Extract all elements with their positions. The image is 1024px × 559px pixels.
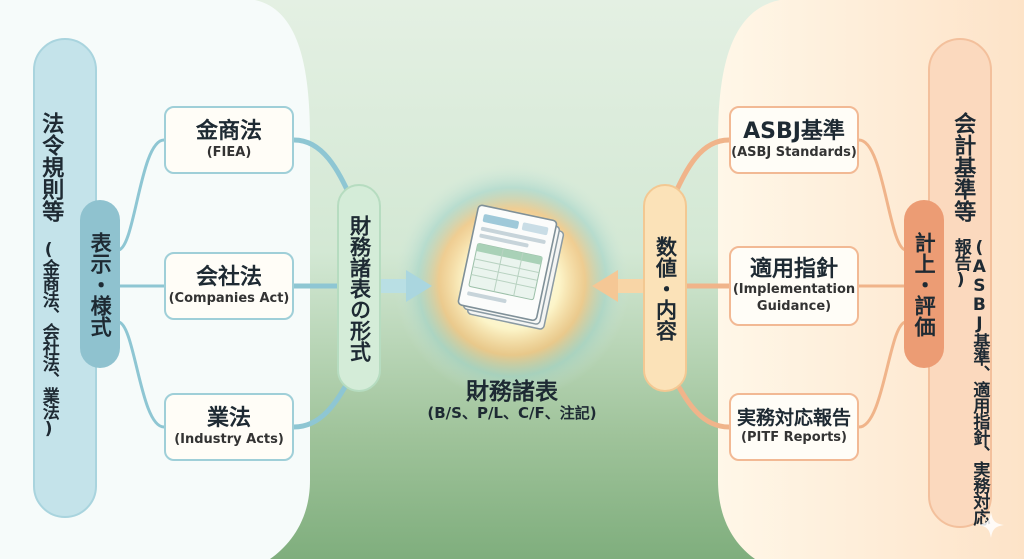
right-connector-label: 数値・内容 [653, 235, 678, 341]
center-subtitle: (B/S、P/L、C/F、注記) [427, 404, 597, 422]
box-pitf-reports: 実務対応報告 (PITF Reports) [729, 393, 859, 461]
box-fiea: 金商法 (FIEA) [164, 106, 294, 174]
box-fiea-subtitle: (FIEA) [206, 144, 252, 160]
right-outer-sub: (ASBJ基準、適用指針、実務対応報告) [950, 238, 990, 525]
right-link-pitf-reports [857, 320, 908, 429]
left-link-fiea [116, 138, 166, 252]
box-asbj-standards-subtitle: (ASBJ Standards) [731, 144, 857, 160]
box-asbj-standards: ASBJ基準 (ASBJ Standards) [729, 106, 859, 174]
box-implementation-guidance-title: 適用指針 [749, 257, 838, 283]
sparkle-icon [978, 512, 1004, 538]
left-outer-label: 法令規則等 [38, 112, 64, 222]
left-outer-sub: (金商法、会社法、業法) [38, 240, 59, 438]
right-arrow-head [592, 270, 618, 302]
left-connector-label: 財務諸表の形式 [347, 214, 372, 362]
right-connector-pill: 数値・内容 [643, 184, 687, 392]
center-title: 財務諸表 [466, 379, 558, 405]
box-pitf-reports-title: 実務対応報告 [736, 406, 851, 429]
left-arrow-head [406, 270, 432, 302]
box-companies-act: 会社法 (Companies Act) [164, 252, 294, 320]
box-fiea-title: 金商法 [195, 119, 262, 145]
box-asbj-standards-title: ASBJ基準 [743, 119, 845, 145]
financial-statements-document-icon [457, 204, 565, 330]
box-implementation-guidance-subtitle: (Implementation Guidance) [732, 282, 856, 314]
box-implementation-guidance: 適用指針 (Implementation Guidance) [729, 246, 859, 326]
left-inner-label: 表示・様式 [88, 231, 113, 337]
box-industry-acts-subtitle: (Industry Acts) [174, 431, 284, 447]
box-companies-act-title: 会社法 [195, 265, 262, 291]
right-outer-label: 会計基準等 [950, 112, 976, 222]
box-companies-act-subtitle: (Companies Act) [168, 290, 290, 306]
left-inner-pill: 表示・様式 [80, 200, 120, 368]
right-link-asbj-standards [857, 138, 908, 252]
right-inner-label: 計上・評価 [912, 231, 937, 337]
box-industry-acts: 業法 (Industry Acts) [164, 393, 294, 461]
left-connector-pill: 財務諸表の形式 [337, 184, 381, 392]
right-inner-pill: 計上・評価 [904, 200, 944, 368]
box-industry-acts-title: 業法 [206, 406, 251, 432]
left-link-industry-acts [116, 320, 166, 429]
box-pitf-reports-subtitle: (PITF Reports) [741, 429, 847, 445]
